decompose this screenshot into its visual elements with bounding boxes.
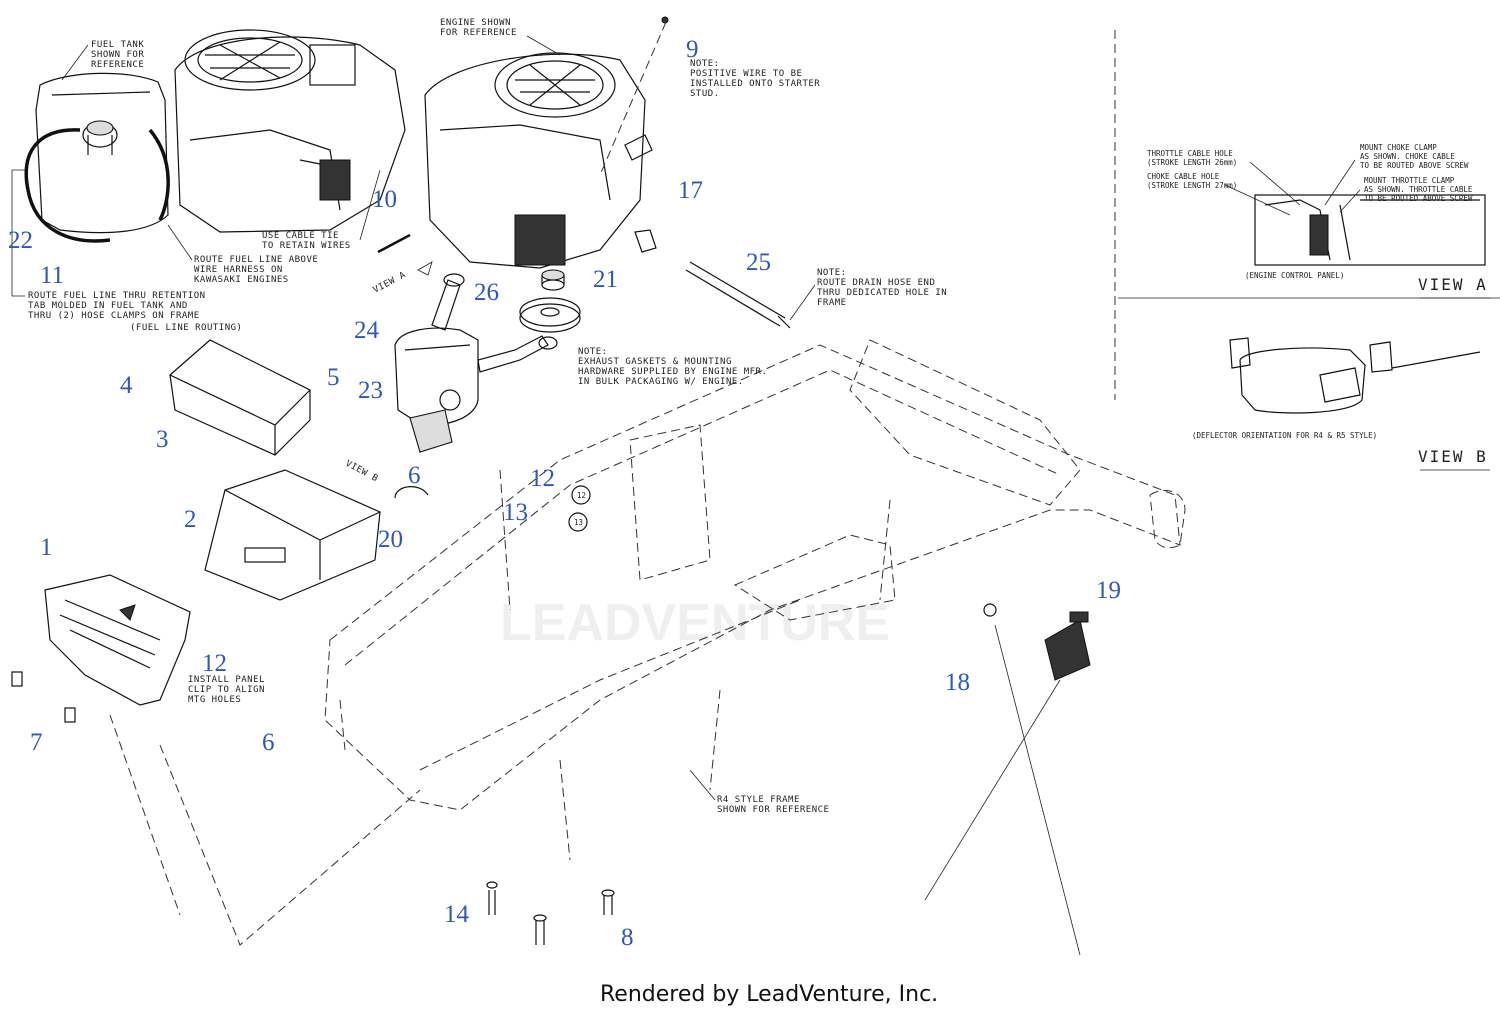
view-b-title: VIEW B <box>1418 447 1488 466</box>
pulley <box>519 297 581 333</box>
callout-11: 11 <box>40 262 64 289</box>
callout-23: 23 <box>358 377 383 404</box>
callout-14: 14 <box>444 901 470 928</box>
bolt-center <box>533 914 547 945</box>
frame <box>324 339 1186 861</box>
note-choke-hole: CHOKE CABLE HOLE (STROKE LENGTH 27mm) <box>1147 172 1237 190</box>
callout-5: 5 <box>327 364 340 391</box>
note-fuel-line-routing: (FUEL LINE ROUTING) <box>130 323 242 333</box>
note-deflector: (DEFLECTOR ORIENTATION FOR R4 & R5 STYLE… <box>1192 431 1377 440</box>
callout-12b: 12 <box>202 650 227 677</box>
callout-4: 4 <box>120 372 133 399</box>
note-choke-clamp: MOUNT CHOKE CLAMP AS SHOWN. CHOKE CABLE … <box>1360 143 1469 170</box>
view-b-inset <box>1229 337 1481 414</box>
view-a-title: VIEW A <box>1418 275 1488 294</box>
note-positive-wire: NOTE: POSITIVE WIRE TO BE INSTALLED ONTO… <box>690 59 826 99</box>
circle-ref-13: 13 <box>568 512 588 532</box>
note-route-fuel-thru: ROUTE FUEL LINE THRU RETENTION TAB MOLDE… <box>28 291 211 321</box>
callout-26: 26 <box>474 279 499 306</box>
deflector <box>409 409 453 453</box>
note-r4-frame: R4 STYLE FRAME SHOWN FOR REFERENCE <box>717 795 829 815</box>
engine-left <box>174 29 406 233</box>
view-a-arrow-label: VIEW A <box>372 270 408 296</box>
drain-fitting <box>634 229 657 253</box>
callout-1: 1 <box>40 534 53 561</box>
callout-18: 18 <box>945 669 970 696</box>
note-throttle-clamp: MOUNT THROTTLE CLAMP AS SHOWN. THROTTLE … <box>1364 176 1477 203</box>
callout-6b: 6 <box>262 729 275 756</box>
muffler <box>394 327 479 426</box>
screw-9 <box>661 16 669 24</box>
screw-18 <box>983 603 997 617</box>
bolt-8 <box>601 889 615 915</box>
callout-25: 25 <box>746 249 771 276</box>
bolt-14 <box>486 881 498 915</box>
note-drain-hose: NOTE: ROUTE DRAIN HOSE END THRU DEDICATE… <box>817 268 953 308</box>
fuel-tank <box>35 72 169 234</box>
callout-20: 20 <box>378 526 403 553</box>
view-b-arrow-label: VIEW B <box>344 459 380 485</box>
bushing <box>541 269 565 291</box>
note-route-fuel-above: ROUTE FUEL LINE ABOVE WIRE HARNESS ON KA… <box>194 255 324 285</box>
fuel-line <box>24 128 170 243</box>
throttle-cable <box>924 624 1081 956</box>
callout-12a: 12 <box>530 465 555 492</box>
circle-ref-12: 12 <box>571 485 591 505</box>
note-panel-clip: INSTALL PANEL CLIP TO ALIGN MTG HOLES <box>188 675 271 705</box>
callout-2: 2 <box>184 506 197 533</box>
callout-17: 17 <box>678 177 703 204</box>
callout-7: 7 <box>30 729 43 756</box>
engine-right <box>424 52 653 269</box>
nut-7 <box>11 671 76 723</box>
callout-10: 10 <box>372 186 397 213</box>
note-throttle-hole: THROTTLE CABLE HOLE (STROKE LENGTH 26mm) <box>1147 149 1237 167</box>
note-fuel-tank: FUEL TANK SHOWN FOR REFERENCE <box>91 40 150 70</box>
note-engine-ref: ENGINE SHOWN FOR REFERENCE <box>440 18 517 38</box>
callout-13: 13 <box>503 499 528 526</box>
view-a-inset <box>1224 159 1486 266</box>
drain-hose <box>685 261 791 329</box>
watermark: LEADVENTURE <box>500 594 890 652</box>
mounting-bracket <box>204 469 381 601</box>
callout-6a: 6 <box>408 462 421 489</box>
note-cable-tie: USE CABLE TIE TO RETAIN WIRES <box>262 231 351 251</box>
callout-8: 8 <box>621 924 634 951</box>
callout-24: 24 <box>354 317 380 344</box>
hose-clip <box>394 486 429 499</box>
note-exhaust: NOTE: EXHAUST GASKETS & MOUNTING HARDWAR… <box>578 347 773 387</box>
callout-9: 9 <box>686 36 699 63</box>
svg-text:12: 12 <box>577 491 586 500</box>
callout-22: 22 <box>8 227 33 254</box>
note-engine-control-panel: (ENGINE CONTROL PANEL) <box>1245 271 1344 280</box>
control-box <box>169 339 311 456</box>
callout-3: 3 <box>156 426 169 453</box>
dash-panel <box>44 574 191 706</box>
throttle-control <box>1044 611 1091 681</box>
callout-21: 21 <box>593 266 618 293</box>
footer-credit: Rendered by LeadVenture, Inc. <box>600 982 938 1007</box>
callout-19: 19 <box>1096 577 1121 604</box>
svg-text:13: 13 <box>574 518 583 527</box>
